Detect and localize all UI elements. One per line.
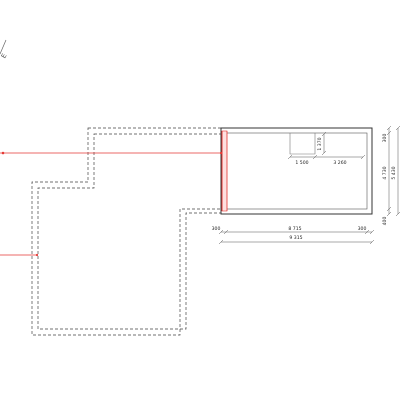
outer-footprint-dashed[interactable] (31, 127, 222, 336)
dim-text-300-left: 300 (212, 226, 221, 232)
inner-notch[interactable] (289, 133, 316, 155)
dim-text-v300: 300 (382, 134, 388, 143)
dim-right-col1: 300 4 730 400 (382, 125, 392, 226)
dim-text-1500: 1 500 (295, 160, 308, 166)
building-inner-outline[interactable] (225, 132, 368, 210)
inner-footprint-dashed[interactable] (37, 133, 222, 330)
dim-text-9315: 9 315 (289, 235, 302, 241)
dim-text-v400: 400 (382, 217, 388, 226)
dim-text-3260: 3 260 (333, 160, 346, 166)
dim-bottom-row1: 300 8 715 300 (212, 226, 375, 235)
building-outline[interactable] (220, 127, 373, 215)
dim-text-1370: 1 370 (317, 137, 323, 150)
axis-label: E (0, 52, 9, 60)
dim-text-5430: 5 430 (391, 166, 397, 179)
dim-inner-horizontal: 1 500 3 260 (287, 154, 366, 166)
dim-bottom-row2: 9 315 (218, 235, 375, 245)
red-leader-upper[interactable] (0, 151, 223, 155)
dim-text-300-right: 300 (358, 226, 367, 232)
red-wall-segment[interactable] (221, 130, 228, 212)
dim-text-8715: 8 715 (288, 226, 301, 232)
dim-text-4730: 4 730 (382, 166, 388, 179)
dim-right-col2: 5 430 (391, 125, 400, 217)
axis-indicator: E (0, 39, 9, 60)
dim-inner-vertical: 1 370 (317, 131, 327, 156)
red-leader-lower[interactable] (0, 253, 39, 257)
